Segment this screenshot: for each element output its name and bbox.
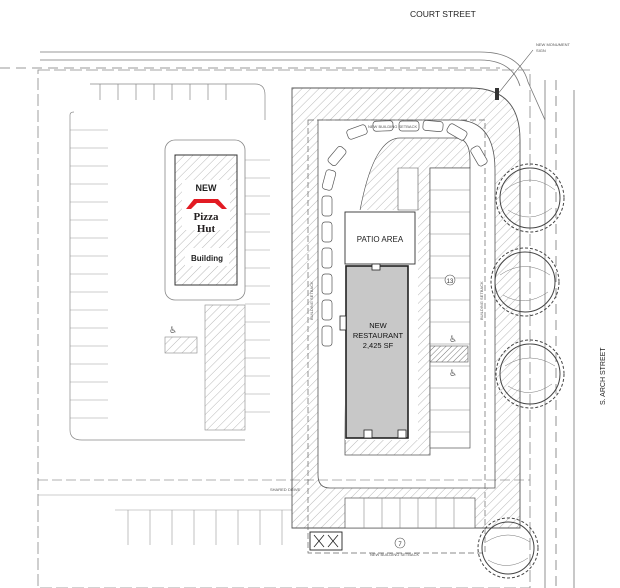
west-loading-hatch [164, 336, 198, 354]
setback-label-top: NEW BUILDING SETBACK [368, 124, 417, 129]
setback-label-right: BUILDING SETBACK [479, 281, 484, 320]
pizza-hut-logo-pizza: Pizza [193, 211, 219, 223]
accessible-parking-icon: ♿ [169, 326, 177, 336]
new-restaurant-building [345, 265, 409, 439]
drive-thru-queue-cars [321, 120, 488, 347]
restaurant-label-new: NEW [369, 321, 387, 330]
property-line [37, 69, 531, 588]
pizza-hut-logo-hut: Hut [197, 223, 216, 235]
pizza-hut-building-label: Building [191, 254, 223, 263]
arch-street-label: S. ARCH STREET [600, 347, 607, 405]
restaurant-label-name: RESTAURANT [353, 331, 404, 340]
setback-label-bottom: NEW BUILDING SETBACK [370, 552, 419, 557]
patio-label: PATIO AREA [357, 235, 404, 244]
dumpster-x-icon [313, 534, 339, 548]
south-parking-row [344, 497, 476, 529]
east-stall-count: 13 [447, 279, 454, 285]
west-parking-lot [69, 83, 266, 430]
west-parking-stalls-left [70, 129, 108, 419]
east-parking-stripes [430, 189, 470, 433]
street-trees [477, 163, 565, 579]
monument-sign-label-1: NEW MONUMENT [536, 42, 571, 47]
pizza-hut-new-label: NEW [196, 183, 218, 193]
restaurant-door-south [363, 429, 373, 439]
south-parking-stripes [363, 498, 455, 528]
building-setback-line [307, 119, 486, 554]
arch-street-road [544, 80, 575, 588]
court-street-label: COURT STREET [410, 9, 476, 19]
west-walkway-hatch [204, 304, 246, 431]
monument-sign-label-2: SIGN [536, 48, 546, 53]
restaurant-door-north [371, 263, 381, 271]
restaurant-area: 2,425 SF [363, 341, 394, 350]
pizza-hut-roof-icon [186, 199, 227, 209]
dumpster-enclosure [309, 531, 343, 551]
shared-drive-label: SHARED [270, 487, 287, 492]
accessible-stall-icon-1: ♿ [449, 335, 457, 345]
pizza-hut-island [164, 139, 246, 301]
west-parking-stalls-right [245, 159, 270, 413]
accessible-stall-icon-2: ♿ [449, 369, 457, 379]
monument-sign-leader [496, 49, 534, 96]
monument-sign [495, 88, 499, 100]
east-loading-hatch [429, 345, 469, 363]
patio-area [344, 211, 416, 265]
setback-label-left: BUILDING SETBACK [309, 281, 314, 320]
restaurant-pickup-window [339, 315, 347, 331]
south-west-parking [38, 494, 292, 545]
tree-canopy-texture [485, 179, 556, 566]
east-parking-row [429, 167, 471, 449]
shared-drive-suffix: DRIVE [288, 487, 301, 492]
south-stall-count: 7 [398, 542, 402, 548]
court-street-road [0, 51, 546, 121]
